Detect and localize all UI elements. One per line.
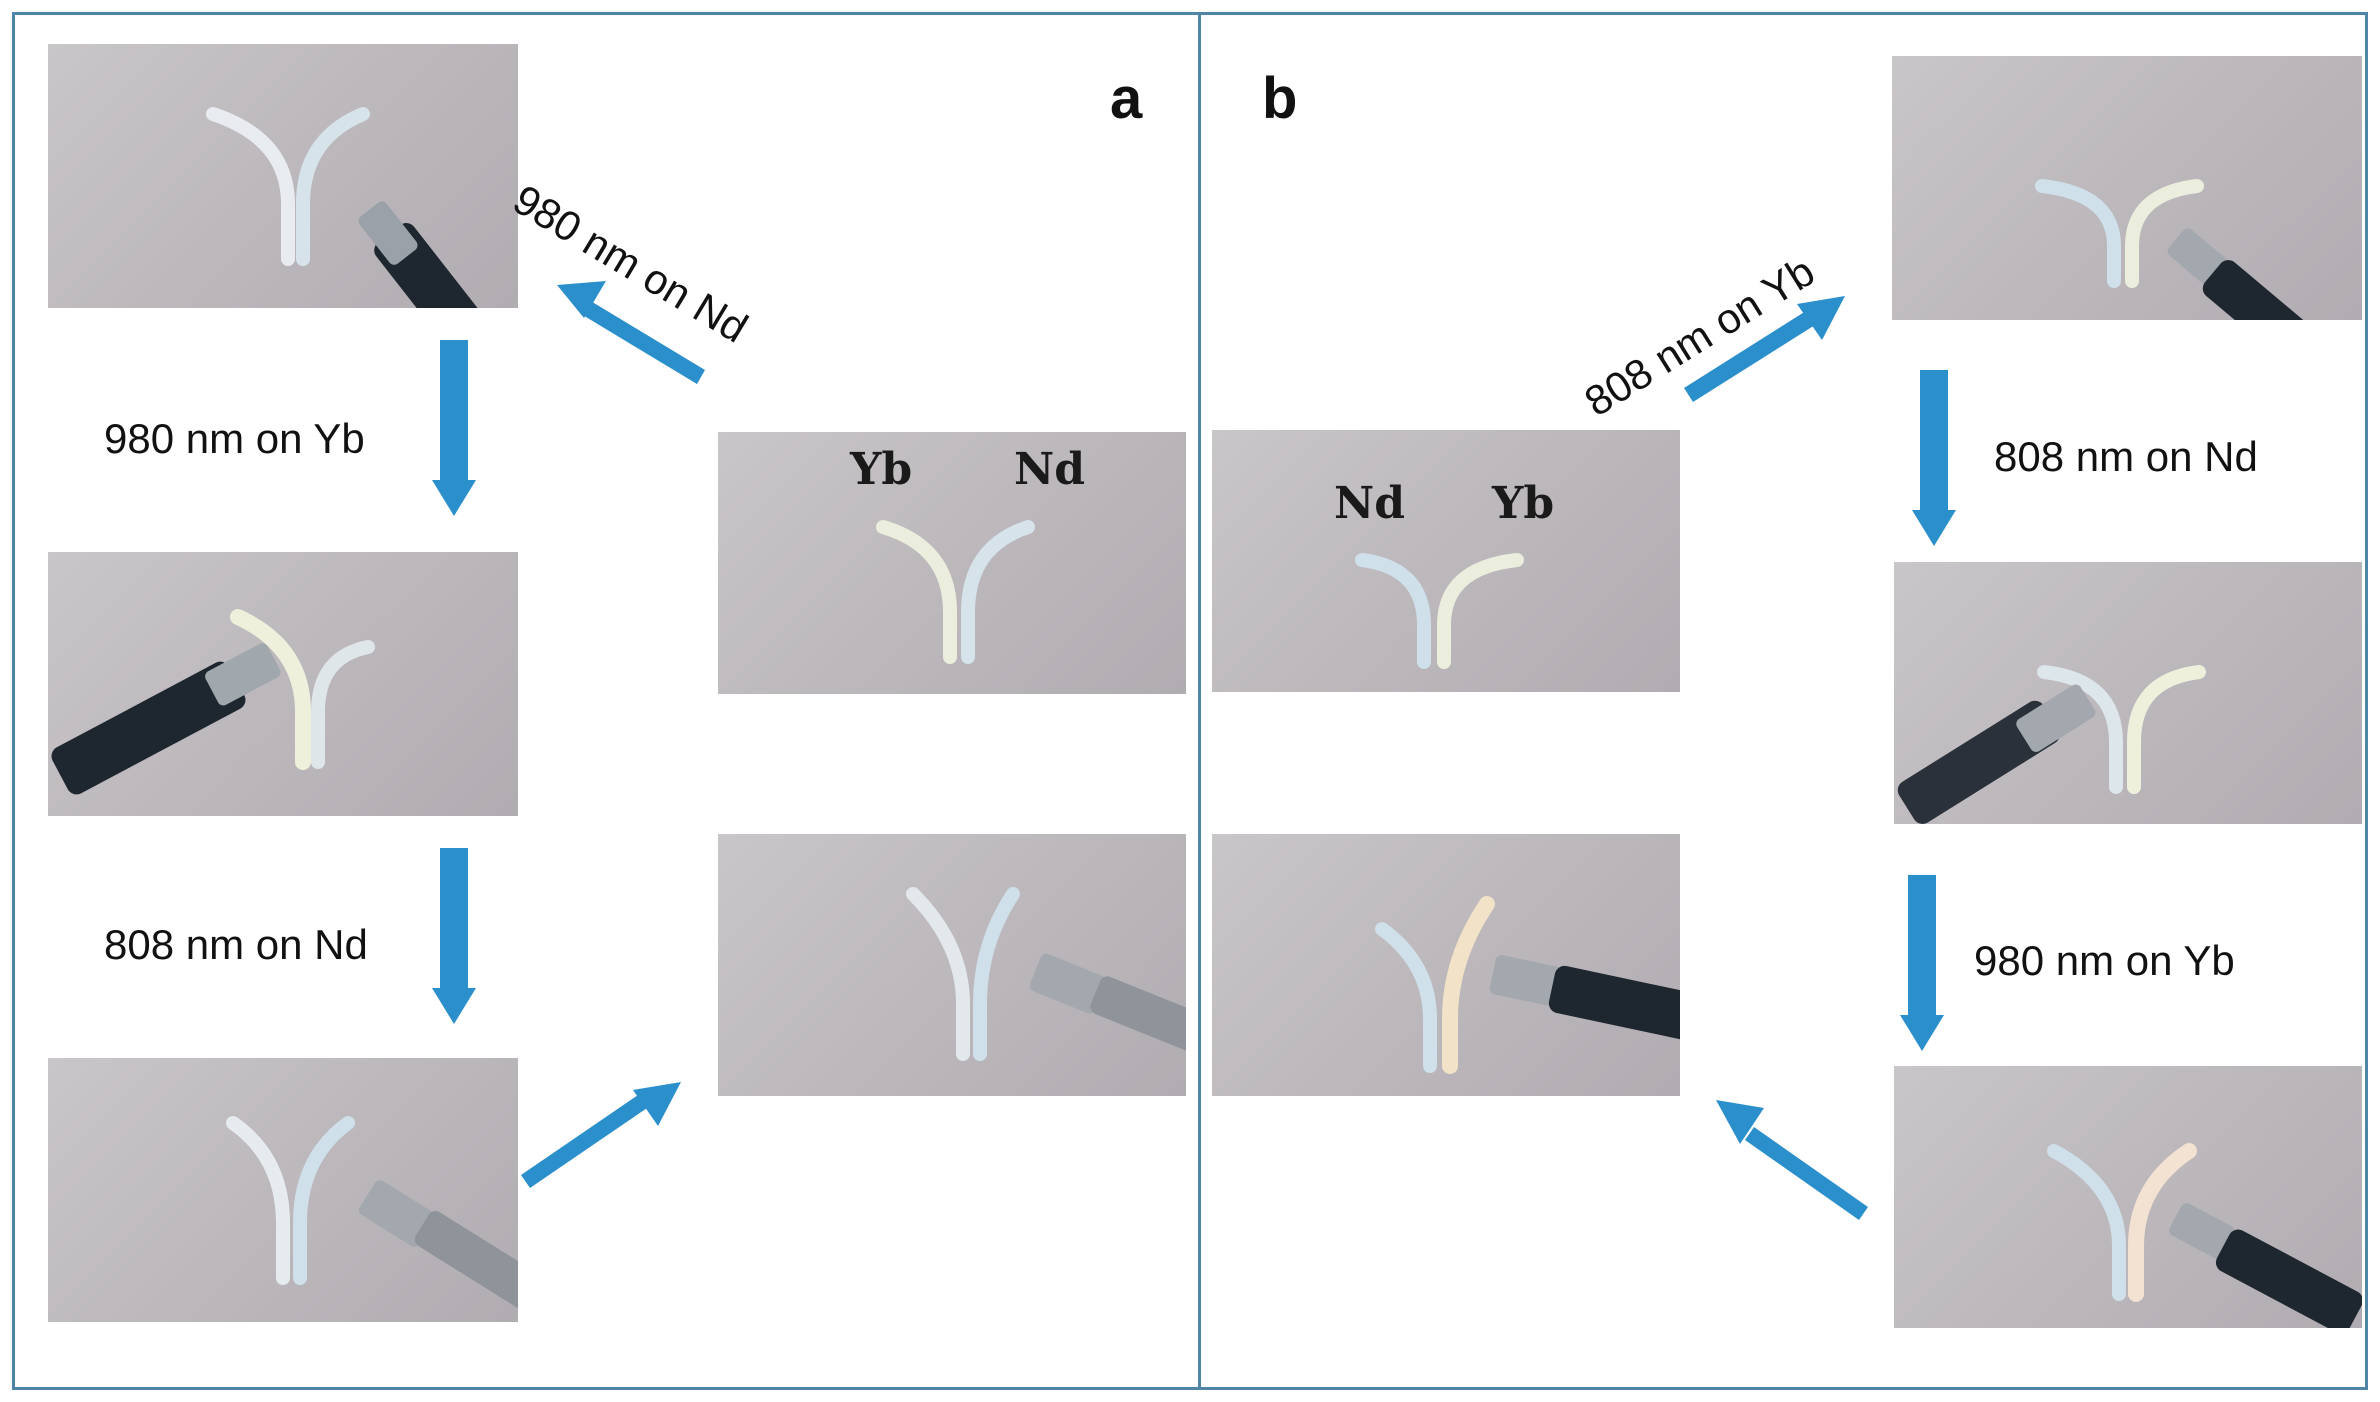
- panel-a-photo-980-on-nd: [48, 44, 518, 308]
- nd-label: Nd: [1014, 444, 1085, 495]
- step-label-a-808-on-nd: 808 nm on Nd: [104, 921, 368, 968]
- fiber-probe-icon: [2167, 228, 2338, 320]
- fiber-probe-icon: [358, 201, 503, 308]
- fiber-probe-icon: [1489, 955, 1680, 1041]
- step-label-a-980-on-yb: 980 nm on Yb: [104, 415, 365, 462]
- y-shaped-fiber-sample: [2035, 179, 2338, 320]
- yb-label: Yb: [1492, 478, 1555, 529]
- y-shaped-fiber-sample: [876, 520, 1035, 664]
- panel-b-photo-980-on-yb: [1894, 1066, 2362, 1328]
- arrow-a-bottom-to-final: [521, 1082, 681, 1188]
- fiber-probe-icon: [1029, 953, 1186, 1054]
- fiber-probe-icon: [51, 643, 281, 795]
- fiber-probe-icon: [359, 1180, 518, 1314]
- panel-a-letter: a: [1110, 66, 1143, 131]
- arrow-a-initial-to-top: [557, 281, 705, 384]
- panel-a-photo-final: [718, 834, 1186, 1096]
- panel-b-letter: b: [1262, 66, 1298, 131]
- panel-b-photo-808-on-nd: [1894, 562, 2362, 824]
- panel-b-photo-808-on-yb: [1892, 56, 2362, 320]
- y-shaped-fiber-sample: [206, 107, 503, 308]
- panel-b-photo-initial: Nd Yb: [1212, 430, 1680, 692]
- panel-a-photo-980-on-yb: [48, 552, 518, 816]
- step-label-b-980-on-yb: 980 nm on Yb: [1974, 937, 2235, 984]
- arrow-b-bottom-to-final: [1716, 1100, 1868, 1220]
- y-shaped-fiber-sample: [226, 1116, 518, 1314]
- yb-label: Yb: [850, 444, 913, 495]
- panel-a-photo-808-on-nd: [48, 1058, 518, 1322]
- arrow-a-down-2: [432, 848, 476, 1024]
- nd-label: Nd: [1334, 478, 1405, 529]
- panel-a-photo-initial: Yb Nd: [718, 432, 1186, 694]
- y-shaped-fiber-sample: [1897, 665, 2206, 824]
- panel-divider: [1198, 14, 1201, 1388]
- arrow-b-down-2: [1900, 875, 1944, 1051]
- fiber-probe-icon: [1897, 684, 2096, 824]
- y-shaped-fiber-sample: [906, 887, 1186, 1061]
- fiber-probe-icon: [2169, 1203, 2362, 1328]
- arrow-b-down-1: [1912, 370, 1956, 546]
- arrow-b-initial-to-top: [1684, 296, 1845, 402]
- y-shaped-fiber-sample: [1355, 553, 1524, 669]
- y-shaped-fiber-sample: [51, 609, 375, 795]
- panel-b-photo-final: [1212, 834, 1680, 1096]
- y-shaped-fiber-sample: [2047, 1143, 2362, 1328]
- figure-frame: [12, 12, 2368, 1390]
- step-label-b-808-on-nd: 808 nm on Nd: [1994, 433, 2258, 480]
- y-shaped-fiber-sample: [1375, 896, 1680, 1074]
- arrow-a-down-1: [432, 340, 476, 516]
